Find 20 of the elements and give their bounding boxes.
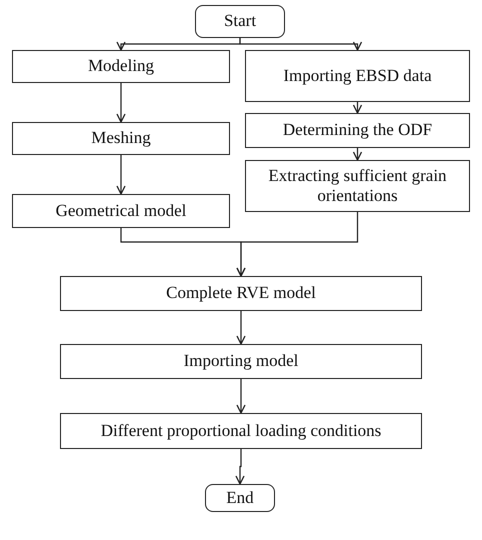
process-box: Extracting sufficient grain orientations — [245, 160, 470, 212]
arrow — [116, 83, 126, 123]
arrow — [236, 212, 358, 277]
arrow — [236, 311, 246, 345]
process-box: Importing model — [60, 344, 422, 379]
terminal-box: End — [205, 484, 275, 512]
arrow — [235, 449, 245, 485]
process-box: Importing EBSD data — [245, 50, 470, 102]
arrow — [236, 379, 246, 414]
process-box: Complete RVE model — [60, 276, 422, 311]
arrow — [239, 38, 362, 51]
process-box: Determining the ODF — [245, 113, 470, 148]
process-box: Meshing — [12, 122, 230, 155]
process-box: Modeling — [12, 50, 230, 83]
arrow — [352, 102, 362, 114]
process-box: Different proportional loading conditions — [60, 413, 422, 449]
process-box: Geometrical model — [12, 194, 230, 228]
arrow — [116, 155, 126, 195]
arrow — [352, 148, 362, 161]
terminal-box: Start — [195, 5, 285, 38]
